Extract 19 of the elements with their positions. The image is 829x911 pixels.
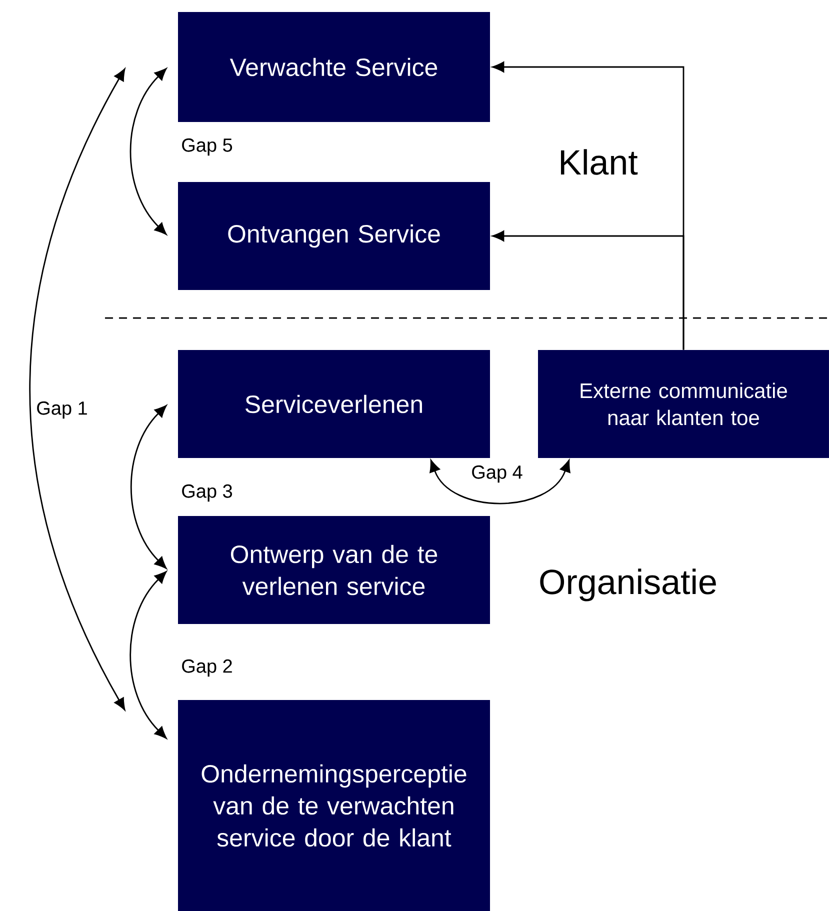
process-box: Serviceverlenen bbox=[178, 350, 490, 458]
region-label: Klant bbox=[560, 149, 638, 175]
edge-label: Gap 2 bbox=[180, 658, 234, 678]
edge-label: Gap 1 bbox=[35, 400, 89, 420]
region-label: Organisatie bbox=[540, 568, 716, 602]
process-box: Verwachte Service bbox=[178, 12, 490, 122]
process-box: Ontwerp van de te verlenen service bbox=[178, 516, 490, 624]
arrow bbox=[29, 68, 126, 710]
process-box: Ondernemingsperceptie van de te verwachten service door de klant bbox=[178, 700, 490, 911]
arrow bbox=[130, 68, 167, 235]
arrow bbox=[130, 405, 167, 569]
process-box: Externe communicatie naar klanten toe bbox=[538, 350, 829, 458]
process-box: Ontvangen Service bbox=[178, 182, 490, 290]
edge-label: Gap 4 bbox=[470, 464, 524, 484]
arrow bbox=[492, 230, 684, 350]
arrow bbox=[430, 460, 570, 504]
arrow bbox=[130, 571, 167, 739]
edge-label: Gap 3 bbox=[180, 483, 234, 503]
edge-label: Gap 5 bbox=[180, 137, 234, 157]
